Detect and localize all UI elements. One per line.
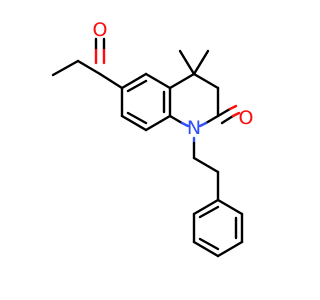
bond-c4-benzo (168, 72, 196, 90)
molecule-structure: O O N (51, 19, 254, 258)
atom-label-o-acetyl: O (93, 19, 108, 41)
benzo-ring (120, 72, 172, 132)
bond-ring-5 (120, 114, 148, 132)
bond-n-benzo-b (180, 121, 190, 128)
bond-c2-o-c (220, 114, 235, 125)
atom-label-o-lactam: O (239, 107, 254, 129)
bond-c2-o-b (228, 104, 238, 111)
bond-ring-inner-3 (126, 111, 148, 125)
bond-ring-2 (144, 72, 172, 90)
bond-methyl-acetyl (51, 59, 80, 77)
bond-ph-inner-3 (198, 237, 220, 251)
bond-ring-4 (144, 114, 172, 132)
lactam-ring (168, 49, 241, 128)
bond-c2-o-d (231, 111, 241, 118)
phenyl-ring (192, 198, 244, 258)
atom-label-n: N (187, 117, 201, 139)
bond-ph-1 (216, 198, 244, 216)
bond-acetyl-c-center (76, 59, 102, 76)
bond-c2-n-b (198, 121, 208, 128)
bond-ph-3 (216, 240, 244, 258)
bond-ph-inner-1 (198, 205, 220, 219)
bond-ph-4 (192, 240, 220, 258)
bond-c4-methyl-a (178, 49, 196, 76)
bond-ph-6 (192, 198, 220, 216)
bond-ch2-ch2 (192, 156, 220, 174)
bond-c4-c3 (192, 72, 220, 90)
bond-acetyl-carbon-ring (98, 72, 124, 90)
bond-c4-methyl-b (192, 49, 210, 76)
bond-c2-o-a (216, 107, 232, 118)
phenethyl-chain (192, 136, 220, 202)
bond-n-benzo-a (168, 114, 184, 125)
bond-ring-inner-1 (126, 79, 148, 93)
bond-c2-n-a (204, 114, 220, 125)
bond-ring-1 (120, 72, 148, 90)
acetyl-group (51, 37, 124, 90)
